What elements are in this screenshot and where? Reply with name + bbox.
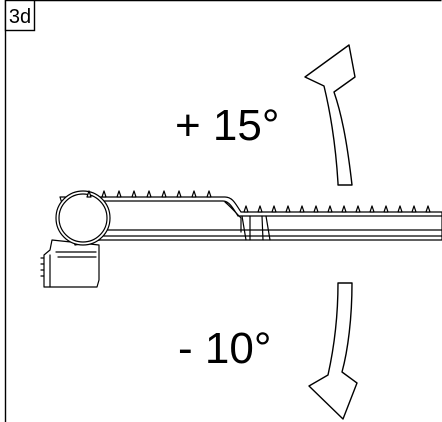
curved-arrow-down-icon (308, 282, 358, 420)
panel-label-text: 3d (9, 6, 31, 28)
tilt-down-label: - 10° (178, 324, 271, 373)
curved-arrow-up-icon (304, 44, 356, 186)
tilt-up-label: + 15° (175, 101, 279, 150)
panel-label: 3d (4, 0, 36, 32)
street-light-fixture (40, 190, 442, 288)
mounting-bracket (40, 239, 100, 288)
panel-frame (4, 0, 442, 422)
fixture-housing (59, 196, 442, 246)
pole-entry-circle (55, 190, 111, 246)
cooling-fins (86, 190, 431, 213)
